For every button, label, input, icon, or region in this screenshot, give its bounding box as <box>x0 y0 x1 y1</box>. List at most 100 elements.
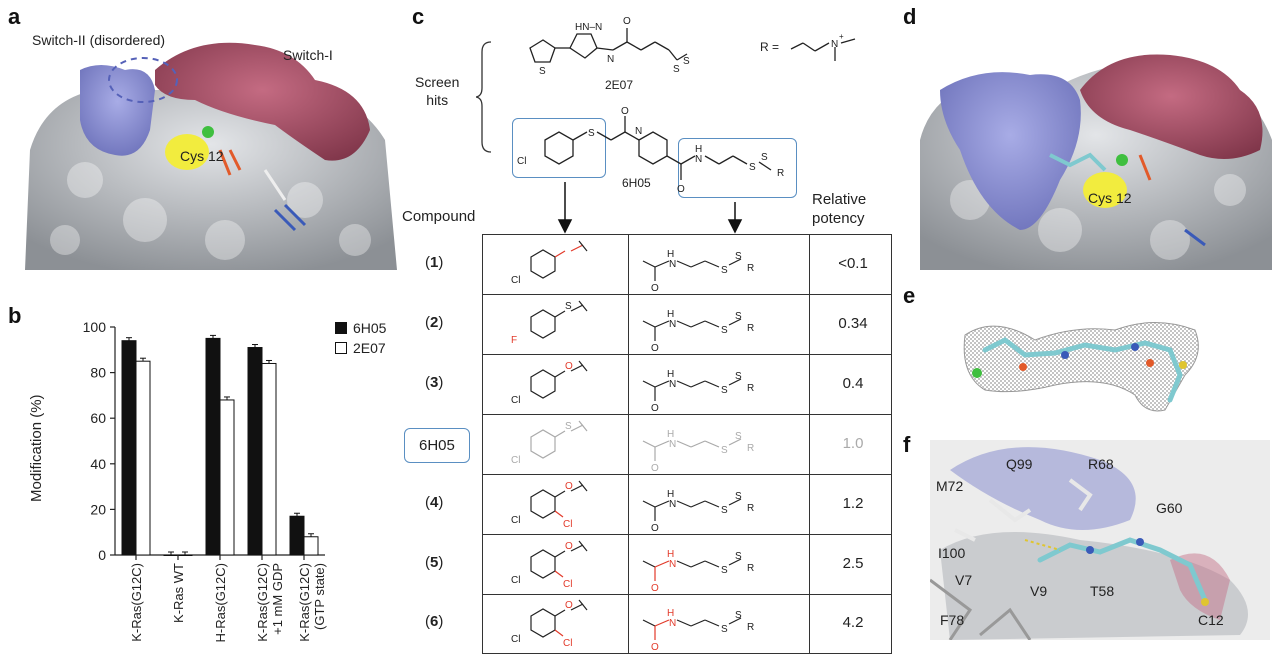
compound-label: (5) <box>425 553 444 571</box>
svg-text:O: O <box>651 583 659 593</box>
electron-density-map <box>963 322 1199 412</box>
svg-text:R: R <box>747 503 754 514</box>
switch1-label: Switch-I <box>283 47 333 63</box>
svg-text:N: N <box>669 319 676 330</box>
derivation-arrows <box>557 182 743 234</box>
residue-label: Q99 <box>1006 456 1033 472</box>
svg-text:N: N <box>831 39 838 50</box>
switch2-label: Switch-II (disordered) <box>32 32 166 48</box>
y-tick-label: 80 <box>90 365 106 381</box>
svg-text:O: O <box>651 463 659 473</box>
svg-text:Cl: Cl <box>563 638 572 649</box>
y-axis-label-wrap: Modification (%) <box>28 394 52 502</box>
y-tick-label: 0 <box>98 547 106 563</box>
table-divider-2 <box>809 235 810 653</box>
aryl-fragment: Cl S <box>511 420 588 466</box>
svg-text:R: R <box>747 383 754 394</box>
bar <box>163 554 179 556</box>
svg-text:+: + <box>839 32 844 41</box>
sar-table: Cl O H N S S R <0.1 <box>482 234 892 654</box>
binding-site-closeup <box>930 440 1270 640</box>
table-row: Cl S O H N S S R 1.0 <box>483 415 891 475</box>
svg-text:Cl: Cl <box>511 575 520 586</box>
aryl-fragment: Cl Cl O <box>511 600 588 649</box>
svg-text:S: S <box>735 491 742 502</box>
svg-text:O: O <box>651 403 659 413</box>
svg-text:R: R <box>747 443 754 454</box>
legend-label-6h05: 6H05 <box>353 320 387 336</box>
svg-text:O: O <box>565 600 573 611</box>
svg-text:S: S <box>673 64 680 75</box>
svg-text:N: N <box>635 126 642 137</box>
x-tick-label: +1 mM GDP <box>270 563 285 635</box>
svg-text:Cl: Cl <box>511 275 520 286</box>
panel-letter-b: b <box>8 303 22 328</box>
svg-text:S: S <box>683 56 690 67</box>
aryl-fragment: F S <box>511 300 588 346</box>
table-row: Cl Cl O O H N S S R 2.5 <box>483 535 891 595</box>
compound-label-6h05: 6H05 <box>404 427 470 463</box>
screen-hits-brace <box>476 41 492 153</box>
svg-text:S: S <box>539 66 546 77</box>
potency-value: 0.34 <box>838 314 868 332</box>
svg-text:S: S <box>721 265 728 276</box>
label-2e07: 2E07 <box>605 78 634 92</box>
panel-letter-e: e <box>903 283 916 308</box>
svg-text:R: R <box>747 263 754 274</box>
svg-text:O: O <box>651 523 659 533</box>
svg-text:Cl: Cl <box>511 395 520 406</box>
potency-value: 1.0 <box>842 434 864 452</box>
svg-text:H: H <box>667 489 674 500</box>
svg-text:H: H <box>667 249 674 260</box>
amide-fragment: O H N S S R <box>642 309 754 353</box>
label-6h05: 6H05 <box>622 176 651 190</box>
bar <box>219 399 235 556</box>
table-row: F S O H N S S R 0.34 <box>483 295 891 355</box>
svg-text:N: N <box>669 499 676 510</box>
svg-text:S: S <box>721 325 728 336</box>
residue-label: V9 <box>1030 583 1048 599</box>
table-row: Cl Cl O O H N S S R 1.2 <box>483 475 891 535</box>
svg-text:R: R <box>747 323 754 334</box>
svg-text:S: S <box>721 565 728 576</box>
residue-label: R68 <box>1088 456 1114 472</box>
svg-text:R: R <box>747 563 754 574</box>
potency-value: 0.4 <box>842 374 864 392</box>
svg-text:S: S <box>565 421 572 432</box>
residue-label: T58 <box>1090 583 1115 599</box>
svg-text:S: S <box>749 162 756 173</box>
residue-label: I100 <box>938 545 966 561</box>
svg-text:O: O <box>677 184 685 195</box>
x-tick-label: (GTP state) <box>312 563 327 630</box>
structure-6h05: Cl S O N O H N S S R <box>517 106 784 195</box>
legend-item-2e07: 2E07 <box>335 338 386 358</box>
compound-label: (3) <box>425 373 444 391</box>
bar <box>261 362 277 556</box>
potency-value: 4.2 <box>842 614 864 632</box>
bar <box>289 515 305 556</box>
structure-2e07: S HN–N N O S S <box>529 16 690 77</box>
amide-disulfide-box <box>678 138 797 198</box>
svg-text:H: H <box>667 608 674 619</box>
panel-letter-f: f <box>903 432 911 457</box>
svg-text:HN–N: HN–N <box>575 22 602 33</box>
compound-label: (2) <box>425 313 444 331</box>
svg-text:N: N <box>669 439 676 450</box>
potency-value: <0.1 <box>838 255 868 272</box>
compound-header: Compound <box>402 208 476 225</box>
svg-text:N: N <box>669 379 676 390</box>
table-row: Cl Cl O O H N S S R 4.2 <box>483 594 891 653</box>
y-tick-label: 20 <box>90 501 106 517</box>
cys12-label-d: Cys 12 <box>1088 190 1132 206</box>
x-tick-label: K-Ras(G12C) <box>129 563 144 642</box>
x-tick-label: K-Ras(G12C) <box>297 563 312 642</box>
cys12-label-a: Cys 12 <box>180 148 224 164</box>
svg-text:Cl: Cl <box>563 579 572 590</box>
residue-label: G60 <box>1156 500 1183 516</box>
svg-text:S: S <box>735 610 742 621</box>
y-tick-label: 40 <box>90 456 106 472</box>
x-tick-label: H-Ras(G12C) <box>213 563 228 642</box>
screen-hits-label: Screen hits <box>415 74 460 108</box>
panel-letter-a: a <box>8 4 21 29</box>
svg-text:O: O <box>565 361 573 372</box>
